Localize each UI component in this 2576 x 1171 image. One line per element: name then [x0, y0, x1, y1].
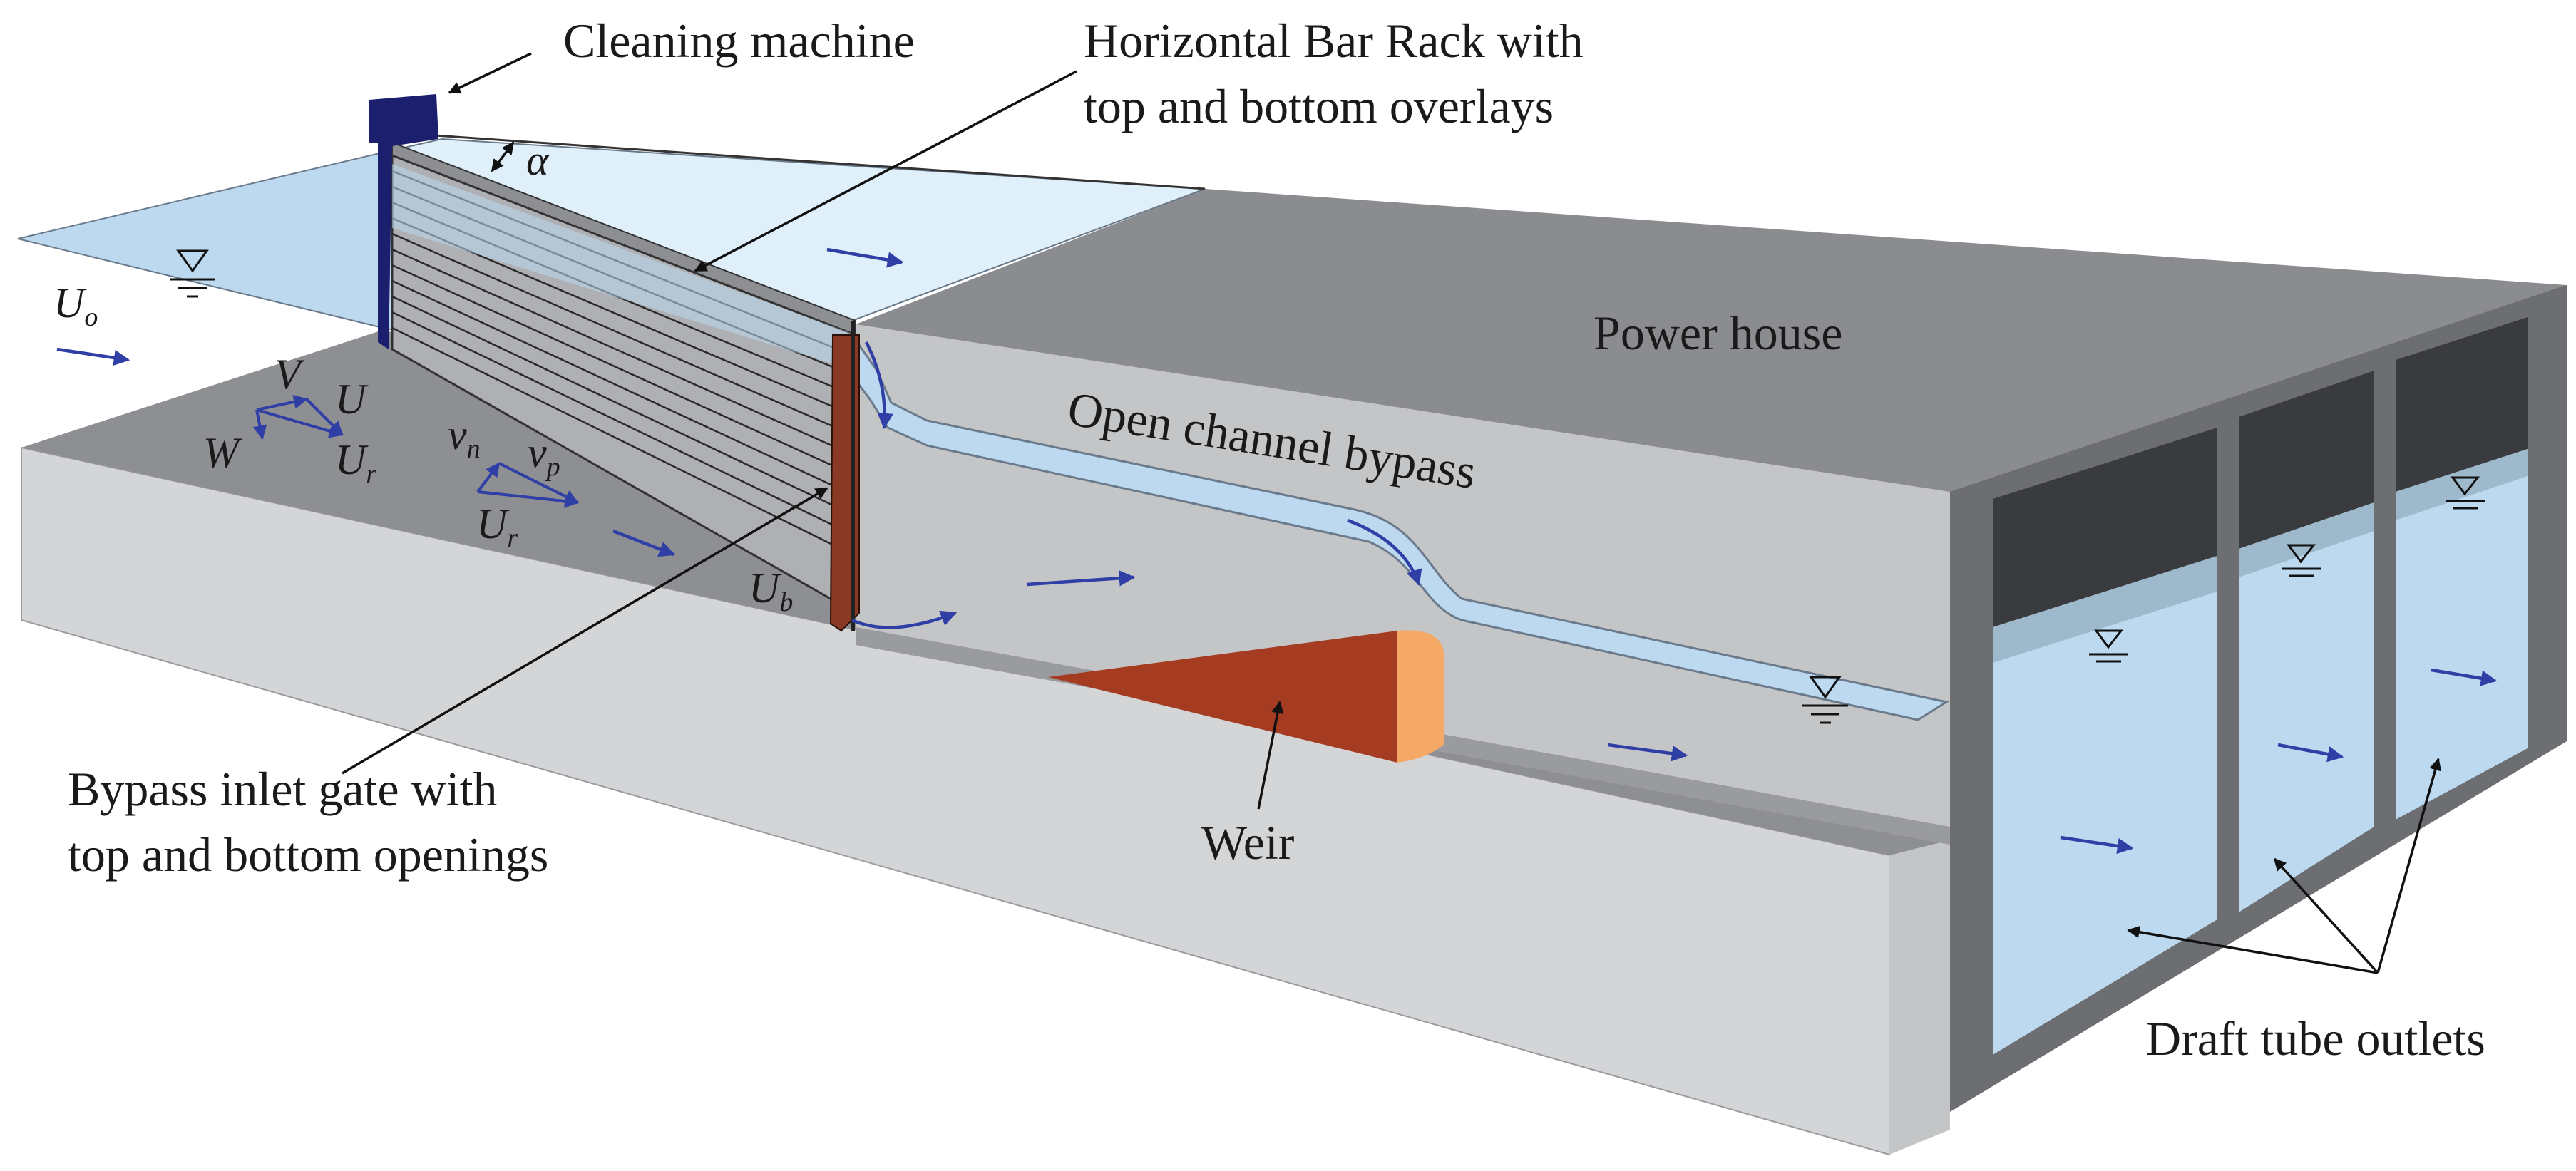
top-rim-line [434, 134, 1206, 190]
symbol-alpha: α [526, 137, 550, 184]
symbol-U-o: Uo [53, 279, 98, 332]
label-bypass-gate-line1: Bypass inlet gate with [68, 762, 497, 816]
label-bar-rack-line2: top and bottom overlays [1084, 79, 1554, 133]
draft-tube-1 [1993, 428, 2217, 1055]
label-weir: Weir [1201, 815, 1295, 870]
symbol-v-n: vn [448, 411, 481, 464]
label-power-house: Power house [1594, 306, 1842, 360]
velocity-vectors [252, 394, 579, 509]
weir-crest [1397, 630, 1444, 763]
leader-lines [342, 52, 2442, 974]
draft-tube-3 [2396, 317, 2528, 820]
symbol-V: V [274, 351, 305, 398]
symbol-U-r-2: Ur [476, 500, 518, 553]
weir-body [1048, 631, 1397, 763]
flow-arrows [56, 247, 2498, 855]
symbol-U-r-1: Ur [335, 436, 376, 489]
label-draft-tube-outlets: Draft tube outlets [2146, 1011, 2485, 1066]
symbol-W: W [203, 429, 242, 476]
symbol-U-b: Ub [749, 564, 793, 617]
cleaning-machine [369, 94, 438, 349]
draft-tube-2 [2239, 371, 2374, 912]
water-level-symbol [170, 249, 2485, 724]
label-cleaning-machine: Cleaning machine [563, 14, 915, 68]
label-bypass-gate-line2: top and bottom openings [68, 827, 548, 882]
alpha-angle-arrow [491, 141, 515, 172]
label-bar-rack-line1: Horizontal Bar Rack with [1084, 14, 1584, 68]
water-over-rack [392, 164, 856, 371]
powerhouse-roof [856, 189, 2567, 492]
base-end-face [1889, 827, 1950, 1155]
symbol-v-p: vp [528, 429, 560, 482]
symbol-U: U [335, 376, 369, 423]
